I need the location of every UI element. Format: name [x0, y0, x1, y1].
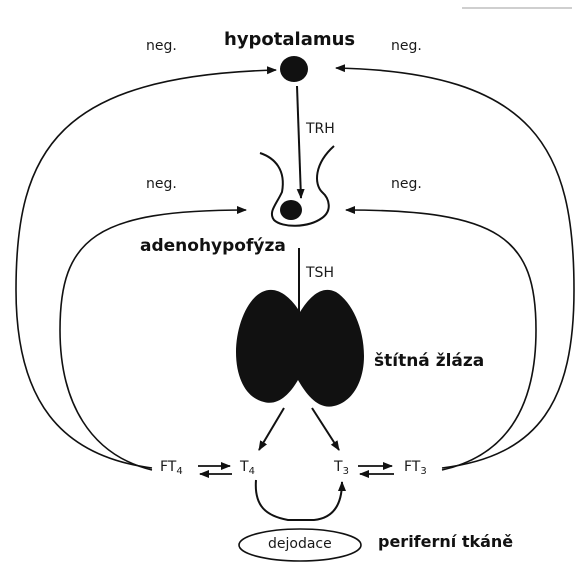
hypothalamus-label: hypotalamus: [224, 29, 355, 50]
t4-label: T4: [240, 459, 255, 477]
deiodination-path: [256, 480, 342, 520]
adenohypophysis-label: adenohypofýza: [140, 236, 286, 256]
peripheral-tissues-label: periferní tkáně: [378, 532, 513, 551]
adenohypophysis-nucleus: [280, 200, 302, 220]
t3-label: T3: [334, 459, 349, 477]
neg-label-top-left: neg.: [146, 38, 177, 54]
feedback-ft3-adenohypophysis: [346, 210, 536, 470]
thyroid-to-t4-arrow: [259, 408, 284, 450]
neg-label-mid-left: neg.: [146, 176, 177, 192]
feedback-ft3-hypothalamus: [336, 68, 574, 468]
neg-label-mid-right: neg.: [391, 176, 422, 192]
trh-arrow: [297, 86, 301, 198]
thyroid-label: štítná žláza: [374, 351, 484, 371]
feedback-ft4-hypothalamus: [16, 70, 276, 468]
tsh-label: TSH: [306, 265, 334, 281]
ft3-label: FT3: [404, 459, 427, 477]
trh-label: TRH: [306, 121, 335, 137]
hypothalamus-nucleus: [280, 56, 308, 82]
ft4-label: FT4: [160, 459, 183, 477]
thyroid-to-t3-arrow: [312, 408, 339, 450]
deiodination-label: dejodace: [268, 536, 332, 552]
neg-label-top-right: neg.: [391, 38, 422, 54]
